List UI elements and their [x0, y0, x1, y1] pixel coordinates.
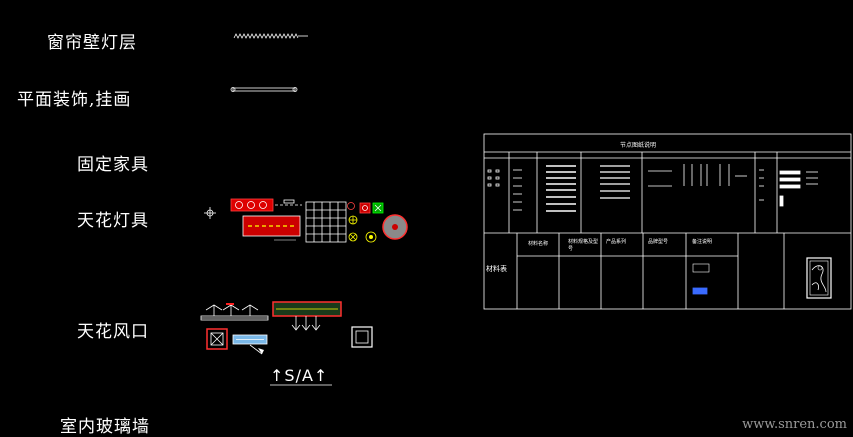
legend-table-title: 节点图纸说明: [620, 142, 657, 149]
legend-table: [483, 133, 852, 310]
section-mark: ↑S/A↑: [270, 366, 329, 385]
small-fixture-icons: [347, 202, 408, 243]
square-diffuser-icon: [206, 328, 228, 350]
lower-header-3: 品牌型号: [648, 239, 669, 245]
return-vent-icon: [351, 326, 373, 348]
downlight-icon: [204, 207, 216, 219]
long-vent-icon: [272, 301, 342, 331]
ceiling-vent-symbols: [200, 301, 373, 355]
label-curtain-wall-lamp: 窗帘壁灯层: [47, 33, 137, 53]
lower-header-0: 材料名称: [528, 241, 549, 247]
picture-rail-symbol: [230, 87, 298, 92]
watermark: www.snren.com: [742, 417, 847, 432]
label-fixed-furniture: 固定家具: [77, 155, 149, 175]
label-ceiling-vent: 天花风口: [77, 322, 149, 342]
lower-header-1: 材料规格及型号: [568, 239, 599, 252]
label-plane-decor: 平面装饰,挂画: [17, 90, 132, 110]
ornament-panel-icon: [806, 257, 832, 299]
label-indoor-glass-wall: 室内玻璃墙: [60, 417, 150, 437]
label-ceiling-lamp: 天花灯具: [77, 211, 149, 231]
legend-table-side-label: 材料表: [486, 265, 507, 273]
ceiling-lamp-symbols: [204, 198, 408, 243]
legend-symbol-marks: [487, 164, 818, 212]
linear-slot-diffuser-icon: [232, 334, 268, 355]
lower-header-4: 备注说明: [692, 239, 713, 245]
grid-panel-lamp-icon: [305, 201, 347, 243]
linear-lamp-icon: [242, 215, 301, 241]
curtain-symbol: [233, 33, 308, 39]
triple-spotlight-icon: [230, 198, 274, 212]
lower-header-2: 产品系列: [606, 239, 627, 245]
